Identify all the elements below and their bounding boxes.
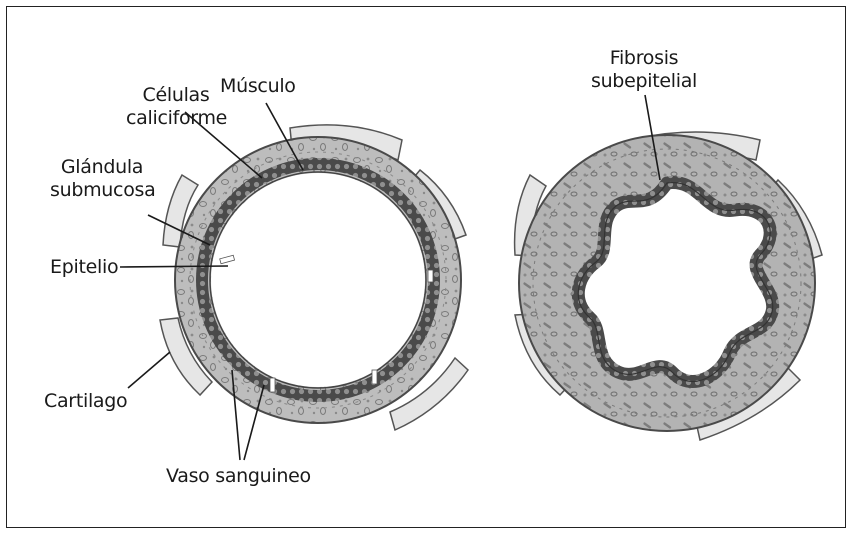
label-epitelio: Epitelio xyxy=(50,256,118,279)
label-fibrosis-line1: Fibrosis xyxy=(590,47,698,70)
label-glandula-line1: Glándula xyxy=(50,156,154,179)
label-glandula-line2: submucosa xyxy=(50,179,154,202)
normal-airway xyxy=(160,125,468,430)
lumen xyxy=(211,173,425,387)
label-celulas-line1: Células xyxy=(126,84,226,107)
label-vaso-sanguineo: Vaso sanguineo xyxy=(166,465,311,488)
label-musculo: Músculo xyxy=(220,75,296,98)
label-fibrosis-line2: subepitelial xyxy=(590,70,698,93)
label-celulas-line2: caliciforme xyxy=(126,107,226,130)
asthmatic-airway xyxy=(515,132,822,440)
label-celulas-caliciforme: Células caliciforme xyxy=(126,84,226,130)
label-fibrosis-subepitelial: Fibrosis subepitelial xyxy=(590,47,698,93)
label-cartilago: Cartilago xyxy=(44,390,127,413)
label-glandula-submucosa: Glándula submucosa xyxy=(50,156,154,202)
